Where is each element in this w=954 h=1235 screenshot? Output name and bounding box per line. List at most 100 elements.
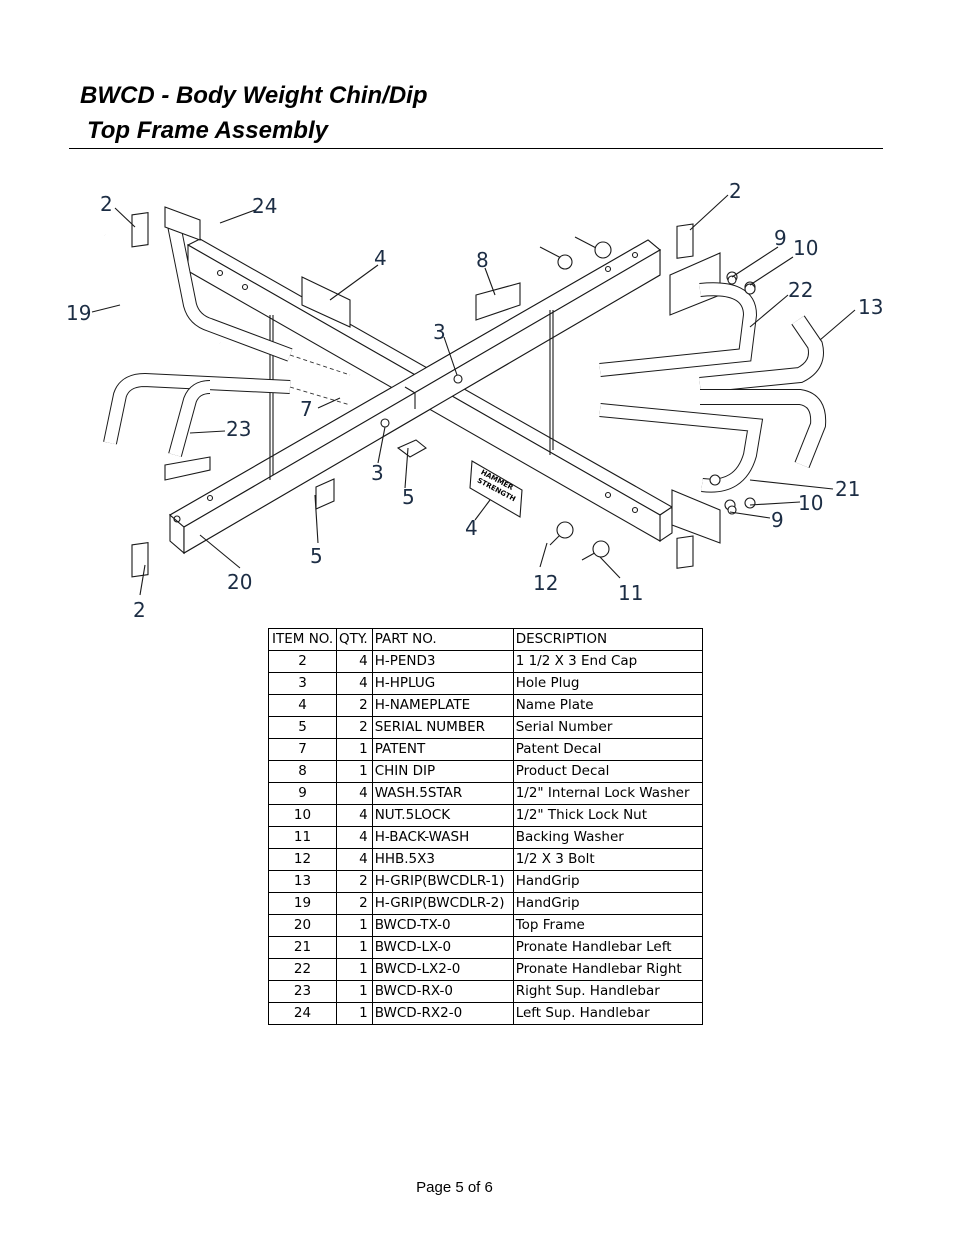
qty-cell: 4 <box>336 672 373 695</box>
description-cell: Right Sup. Handlebar <box>512 980 703 1003</box>
qty-cell: 4 <box>336 650 373 673</box>
callout-3a: 3 <box>433 320 446 344</box>
callout-labels: 2 24 4 8 2 9 10 22 13 19 3 7 23 3 5 4 21… <box>66 179 883 622</box>
callout-24: 24 <box>252 194 277 218</box>
item-no-cell: 5 <box>268 716 337 739</box>
part-no-cell: H-HPLUG <box>371 672 514 695</box>
callout-13: 13 <box>858 295 883 319</box>
description-cell: Product Decal <box>512 760 703 783</box>
description-cell: 1/2" Internal Lock Washer <box>512 782 703 805</box>
decals: HAMMER STRENGTH <box>301 276 523 518</box>
part-no-cell: WASH.5STAR <box>371 782 514 805</box>
description-cell: Top Frame <box>512 914 703 937</box>
item-no-cell: 2 <box>268 650 337 673</box>
callout-12: 12 <box>533 571 558 595</box>
right-handlebars <box>599 252 827 544</box>
qty-cell: 1 <box>336 958 373 981</box>
header-qty: QTY. <box>336 628 373 651</box>
part-no-cell: BWCD-RX-0 <box>371 980 514 1003</box>
qty-cell: 4 <box>336 848 373 871</box>
description-cell: 1 1/2 X 3 End Cap <box>512 650 703 673</box>
callout-5a: 5 <box>402 485 415 509</box>
part-no-cell: SERIAL NUMBER <box>371 716 514 739</box>
item-no-cell: 24 <box>268 1002 337 1025</box>
part-no-cell: H-GRIP(BWCDLR-1) <box>371 870 514 893</box>
item-no-cell: 13 <box>268 870 337 893</box>
callout-10b: 10 <box>798 491 823 515</box>
item-no-cell: 8 <box>268 760 337 783</box>
description-cell: Left Sup. Handlebar <box>512 1002 703 1025</box>
qty-cell: 4 <box>336 782 373 805</box>
callout-20: 20 <box>227 570 252 594</box>
qty-cell: 1 <box>336 1002 373 1025</box>
part-no-cell: BWCD-TX-0 <box>371 914 514 937</box>
description-cell: 1/2 X 3 Bolt <box>512 848 703 871</box>
item-no-cell: 21 <box>268 936 337 959</box>
header-item-no: ITEM NO. <box>268 628 337 651</box>
part-no-cell: H-PEND3 <box>371 650 514 673</box>
header-description: DESCRIPTION <box>512 628 703 651</box>
qty-cell: 1 <box>336 738 373 761</box>
item-no-cell: 7 <box>268 738 337 761</box>
callout-11: 11 <box>618 581 643 605</box>
part-no-cell: BWCD-RX2-0 <box>371 1002 514 1025</box>
qty-cell: 1 <box>336 980 373 1003</box>
left-handlebars <box>99 206 351 481</box>
part-no-cell: CHIN DIP <box>371 760 514 783</box>
item-no-cell: 10 <box>268 804 337 827</box>
item-no-cell: 4 <box>268 694 337 717</box>
part-no-cell: PATENT <box>371 738 514 761</box>
page-number: Page 5 of 6 <box>416 1179 493 1196</box>
description-cell: Backing Washer <box>512 826 703 849</box>
qty-cell: 1 <box>336 760 373 783</box>
callout-2c: 2 <box>133 598 146 622</box>
callout-23: 23 <box>226 417 251 441</box>
description-cell: Patent Decal <box>512 738 703 761</box>
callout-7: 7 <box>300 397 313 421</box>
leader-lines <box>91 194 856 596</box>
callout-10a: 10 <box>793 236 818 260</box>
description-cell: Pronate Handlebar Left <box>512 936 703 959</box>
part-no-cell: NUT.5LOCK <box>371 804 514 827</box>
part-no-cell: H-NAMEPLATE <box>371 694 514 717</box>
qty-cell: 2 <box>336 892 373 915</box>
page-subtitle: Top Frame Assembly <box>87 117 328 144</box>
qty-cell: 4 <box>336 826 373 849</box>
page-title: BWCD - Body Weight Chin/Dip <box>80 82 428 109</box>
description-cell: Serial Number <box>512 716 703 739</box>
description-cell: Name Plate <box>512 694 703 717</box>
qty-cell: 1 <box>336 936 373 959</box>
callout-9a: 9 <box>774 226 787 250</box>
description-cell: 1/2" Thick Lock Nut <box>512 804 703 827</box>
item-no-cell: 23 <box>268 980 337 1003</box>
callout-22: 22 <box>788 278 813 302</box>
callout-4b: 4 <box>465 516 478 540</box>
callout-21: 21 <box>835 477 860 501</box>
item-no-cell: 20 <box>268 914 337 937</box>
part-no-cell: H-BACK-WASH <box>371 826 514 849</box>
qty-cell: 2 <box>336 694 373 717</box>
callout-5b: 5 <box>310 544 323 568</box>
item-no-cell: 12 <box>268 848 337 871</box>
qty-cell: 2 <box>336 870 373 893</box>
qty-cell: 2 <box>336 716 373 739</box>
part-no-cell: H-GRIP(BWCDLR-2) <box>371 892 514 915</box>
part-no-cell: BWCD-LX2-0 <box>371 958 514 981</box>
callout-2a: 2 <box>100 192 113 216</box>
title-divider <box>69 148 883 149</box>
item-no-cell: 22 <box>268 958 337 981</box>
table-header-row: ITEM NO. QTY. PART NO. DESCRIPTION <box>268 628 703 651</box>
